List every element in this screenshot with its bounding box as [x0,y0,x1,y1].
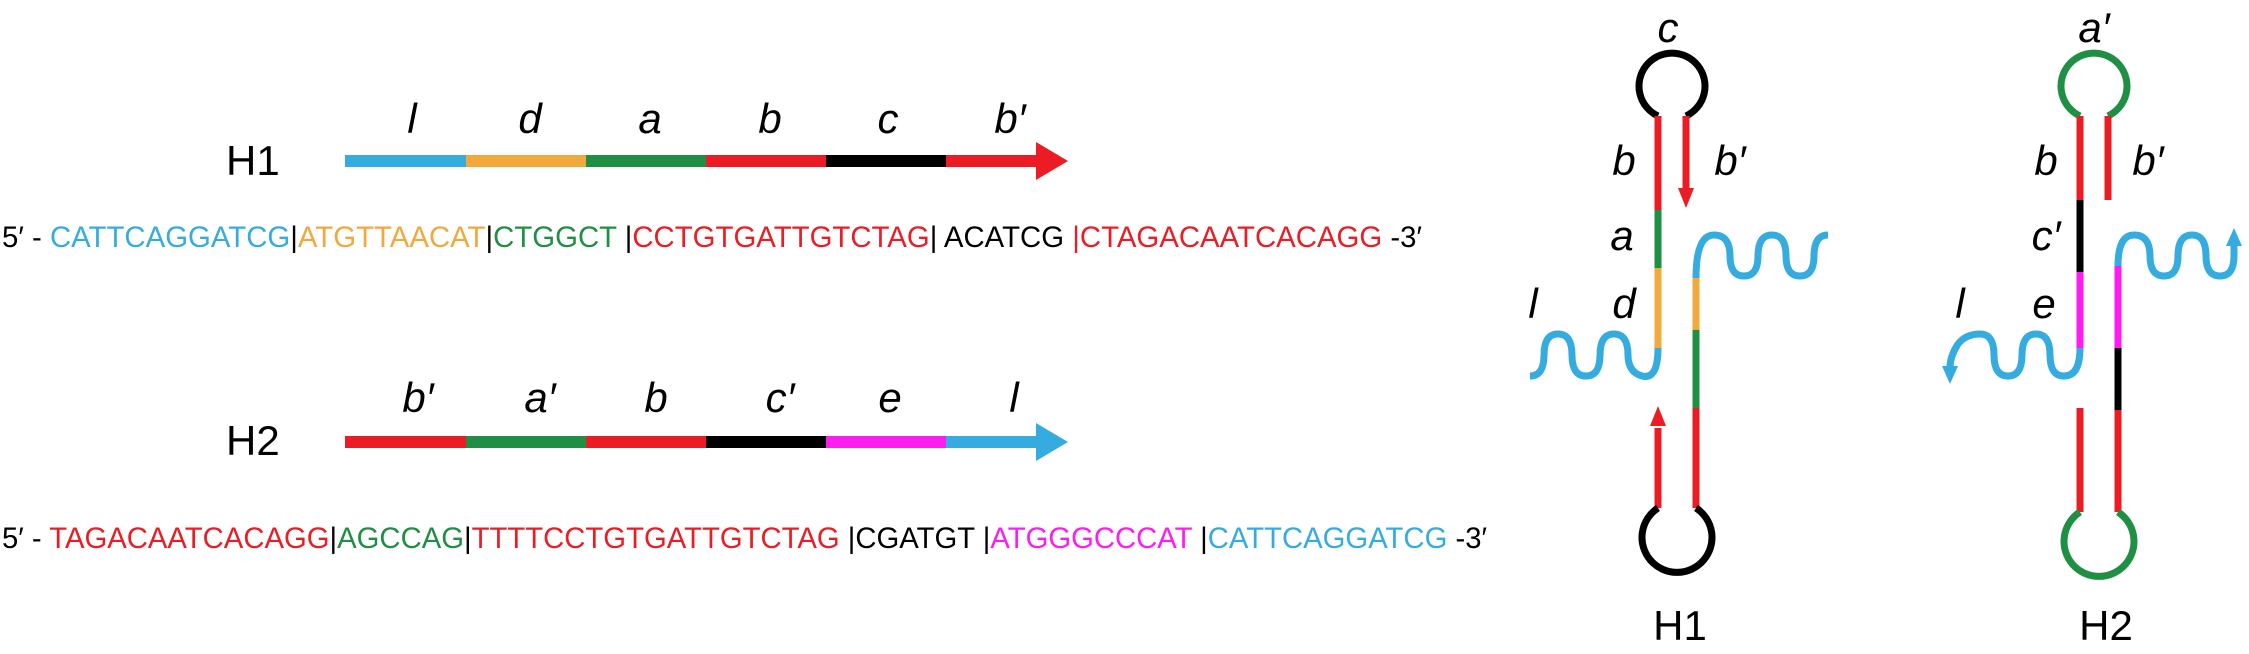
seq-segment: ATGTTAACAT [298,221,486,254]
seq-separator: | [486,221,494,254]
h1-domain-label: b′ [994,95,1027,142]
seq-segment: TAGACAATCACAGG [49,522,329,555]
h1-left-label: b [1612,137,1635,184]
seq-separator: | [625,221,633,254]
h1-tail-label: l [1528,280,1539,327]
h2-left-tail-arrowhead [1942,366,1958,384]
h2-sequence: 5′ - TAGACAATCACAGG|AGCCAG|TTTTCCTGTGATT… [2,522,1487,555]
h1-downward-arrowhead [1678,188,1694,208]
h1-hairpin-name: H1 [1653,602,1707,649]
h1-hairpin: c b b′ a d l H1 [1528,4,1829,649]
h1-domain-bar [345,142,1068,180]
h1-bottom-loop [1638,505,1716,576]
seq-segment: | ACATCG [930,221,1072,254]
seq-separator: | [290,221,298,254]
h2-domain-bar [345,423,1068,461]
h2-left-label: c′ [2032,212,2063,259]
h2-domain-label: c′ [766,374,797,421]
seq-segment: CTGGCT [493,221,625,254]
h1-top-loop [1635,49,1709,120]
seq-suffix: -3′ [1382,221,1422,254]
h2-domain-labels: b′ a′ b c′ e l [402,374,1020,421]
h2-left-label: b [2034,137,2057,184]
h2-domain-label: b [644,374,667,421]
h2-domain-label: e [878,374,901,421]
seq-separator: | [464,522,472,555]
h1-linear: H1 l d a b c b′ 5′ - CATTCAGGATCG|ATGTTA… [2,95,1422,254]
h2-hairpin-name: H2 [2079,602,2133,649]
h1-arrowhead [1036,142,1068,180]
h2-hairpin: a′ b b′ c′ e l H2 [1942,4,2242,649]
seq-segment: CATTCAGGATCG [50,221,290,254]
h2-tail-l [1946,330,2084,380]
h2-domain-label: b′ [402,374,435,421]
seq-separator: | [330,522,338,555]
h2-bottom-loop [2060,509,2138,580]
h1-left-label: a [1610,212,1633,259]
h2-loop-label: a′ [2078,4,2111,51]
h1-domain-label: b [758,95,781,142]
seq-segment: TTTTCCTGTGATTGTCTAG [472,522,840,555]
h2-top-loop [2057,49,2131,120]
seq-segment: CATTCAGGATCG [1208,522,1448,555]
seq-segment: AGCCAG [337,522,464,555]
h1-domain-label: c [878,95,899,142]
h2-right-tail-arrowhead [2226,228,2242,246]
h2-tail-label: l [1955,280,1966,327]
h1-right-label: b′ [1714,137,1747,184]
h2-domain-label: a′ [524,374,557,421]
h1-right-tail-l [1692,231,1829,280]
h1-upward-arrowhead [1650,406,1666,426]
h1-sequence: 5′ - CATTCAGGATCG|ATGTTAACAT|CTGGCT |CCT… [2,221,1422,254]
h2-right-label: b′ [2132,137,2165,184]
h2-linear: H2 b′ a′ b c′ e l 5′ - TAGACAATCACAGG|AG… [2,374,1487,555]
seq-suffix: -3′ [1447,522,1487,555]
h2-domain-label: l [1009,374,1020,421]
h2-label: H2 [226,417,280,464]
h1-loop-label: c [1658,4,1679,51]
seq-segment: |CTAGACAATCACAGG [1072,221,1382,254]
h2-left-label: e [2032,280,2055,327]
seq-segment: |CGATGT | [840,522,991,555]
h1-label: H1 [226,137,280,184]
seq-separator: | [1200,522,1208,555]
seq-prefix: 5′ - [2,522,49,555]
seq-segment: CCTGTGATTGTCTAG [632,221,929,254]
seq-prefix: 5′ - [2,221,50,254]
h1-left-label: d [1612,280,1637,327]
h1-tail-l [1529,330,1662,380]
h1-domain-label: d [518,95,543,142]
h1-domain-label: l [407,95,418,142]
h2-arrowhead [1036,423,1068,461]
h1-domain-labels: l d a b c b′ [407,95,1027,142]
h1-domain-label: a [638,95,661,142]
h2-right-tail-l [2114,231,2238,280]
seq-segment: ATGGGCCCAT [990,522,1200,555]
